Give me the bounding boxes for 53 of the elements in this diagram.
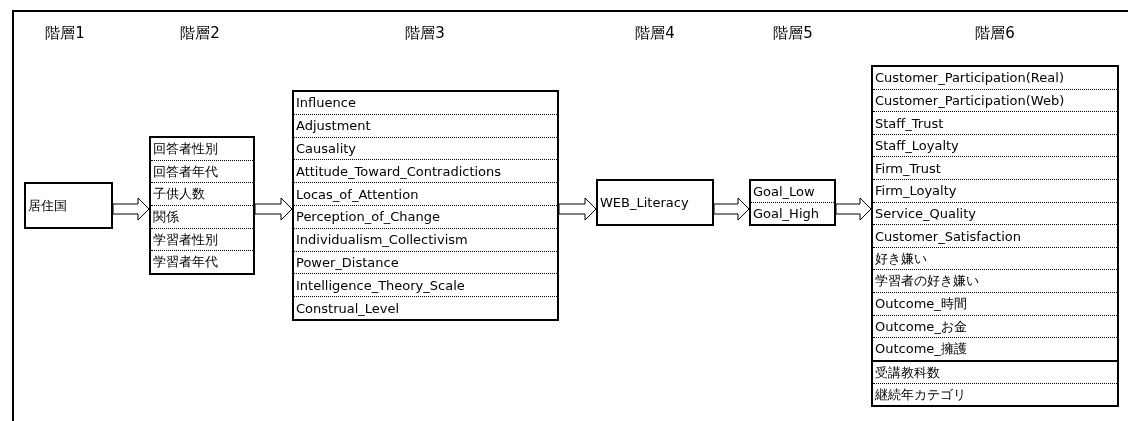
- column-heading: 階層2: [180, 24, 220, 43]
- variable-box: [24, 182, 113, 229]
- variable-label: 学習者の好き嫌い: [875, 272, 979, 291]
- variable-box: [149, 136, 255, 275]
- variable-label: Influence: [296, 95, 356, 111]
- variable-label: Outcome_擁護: [875, 340, 967, 359]
- variable-label: Customer_Participation(Web): [875, 92, 1065, 108]
- variable-label: Attitude_Toward_Contradictions: [296, 163, 502, 179]
- variable-box: [596, 179, 714, 226]
- variable-label: Adjustment: [296, 118, 371, 134]
- variable-label: Power_Distance: [296, 254, 399, 270]
- variable-label: Goal_High: [753, 206, 819, 221]
- variable-label: 子供人数: [153, 185, 205, 204]
- column-heading: 階層1: [45, 24, 85, 43]
- variable-label: Staff_Loyalty: [875, 138, 959, 154]
- variable-label: Intelligence_Theory_Scale: [296, 277, 465, 293]
- variable-label: 学習者年代: [153, 253, 218, 272]
- variable-box: [292, 90, 559, 321]
- variable-label: Staff_Trust: [875, 115, 944, 131]
- variable-label: 回答者年代: [153, 162, 218, 181]
- column-heading: 階層6: [975, 24, 1015, 43]
- variable-box: [749, 179, 836, 226]
- variable-label: Locas_of_Attention: [296, 186, 419, 202]
- block-arrow: [254, 197, 293, 221]
- variable-label: Individualism_Collectivism: [296, 232, 468, 248]
- variable-label: Causality: [296, 141, 357, 156]
- variable-label: 回答者性別: [153, 139, 218, 158]
- variable-label: 居住国: [28, 196, 67, 215]
- variable-label: Perception_of_Change: [296, 209, 441, 225]
- variable-label: Customer_Satisfaction: [875, 228, 1021, 244]
- variable-label: 好き嫌い: [875, 249, 927, 268]
- block-arrow: [713, 197, 750, 221]
- variable-label: Construal_Level: [296, 300, 400, 316]
- variable-label: Goal_Low: [753, 184, 815, 199]
- column-heading: 階層4: [635, 24, 675, 43]
- column-heading: 階層3: [405, 24, 445, 43]
- block-arrow: [112, 197, 150, 221]
- variable-box: [871, 360, 1119, 407]
- variable-label: Service_Quality: [875, 205, 976, 221]
- block-arrow: [835, 197, 872, 221]
- variable-label: 継続年カテゴリ: [875, 385, 966, 404]
- variable-box: [871, 65, 1119, 362]
- variable-label: Firm_Loyalty: [875, 183, 957, 199]
- variable-label: 関係: [153, 207, 179, 226]
- column-heading: 階層5: [773, 24, 813, 43]
- variable-label: 受講教科数: [875, 363, 940, 382]
- variable-label: Outcome_時間: [875, 294, 967, 313]
- variable-label: Outcome_お金: [875, 317, 967, 336]
- block-arrow: [558, 197, 597, 221]
- variable-label: Firm_Trust: [875, 160, 941, 176]
- variable-label: 学習者性別: [153, 230, 218, 249]
- variable-label: Customer_Participation(Real): [875, 70, 1064, 86]
- variable-label: WEB_Literacy: [600, 195, 689, 210]
